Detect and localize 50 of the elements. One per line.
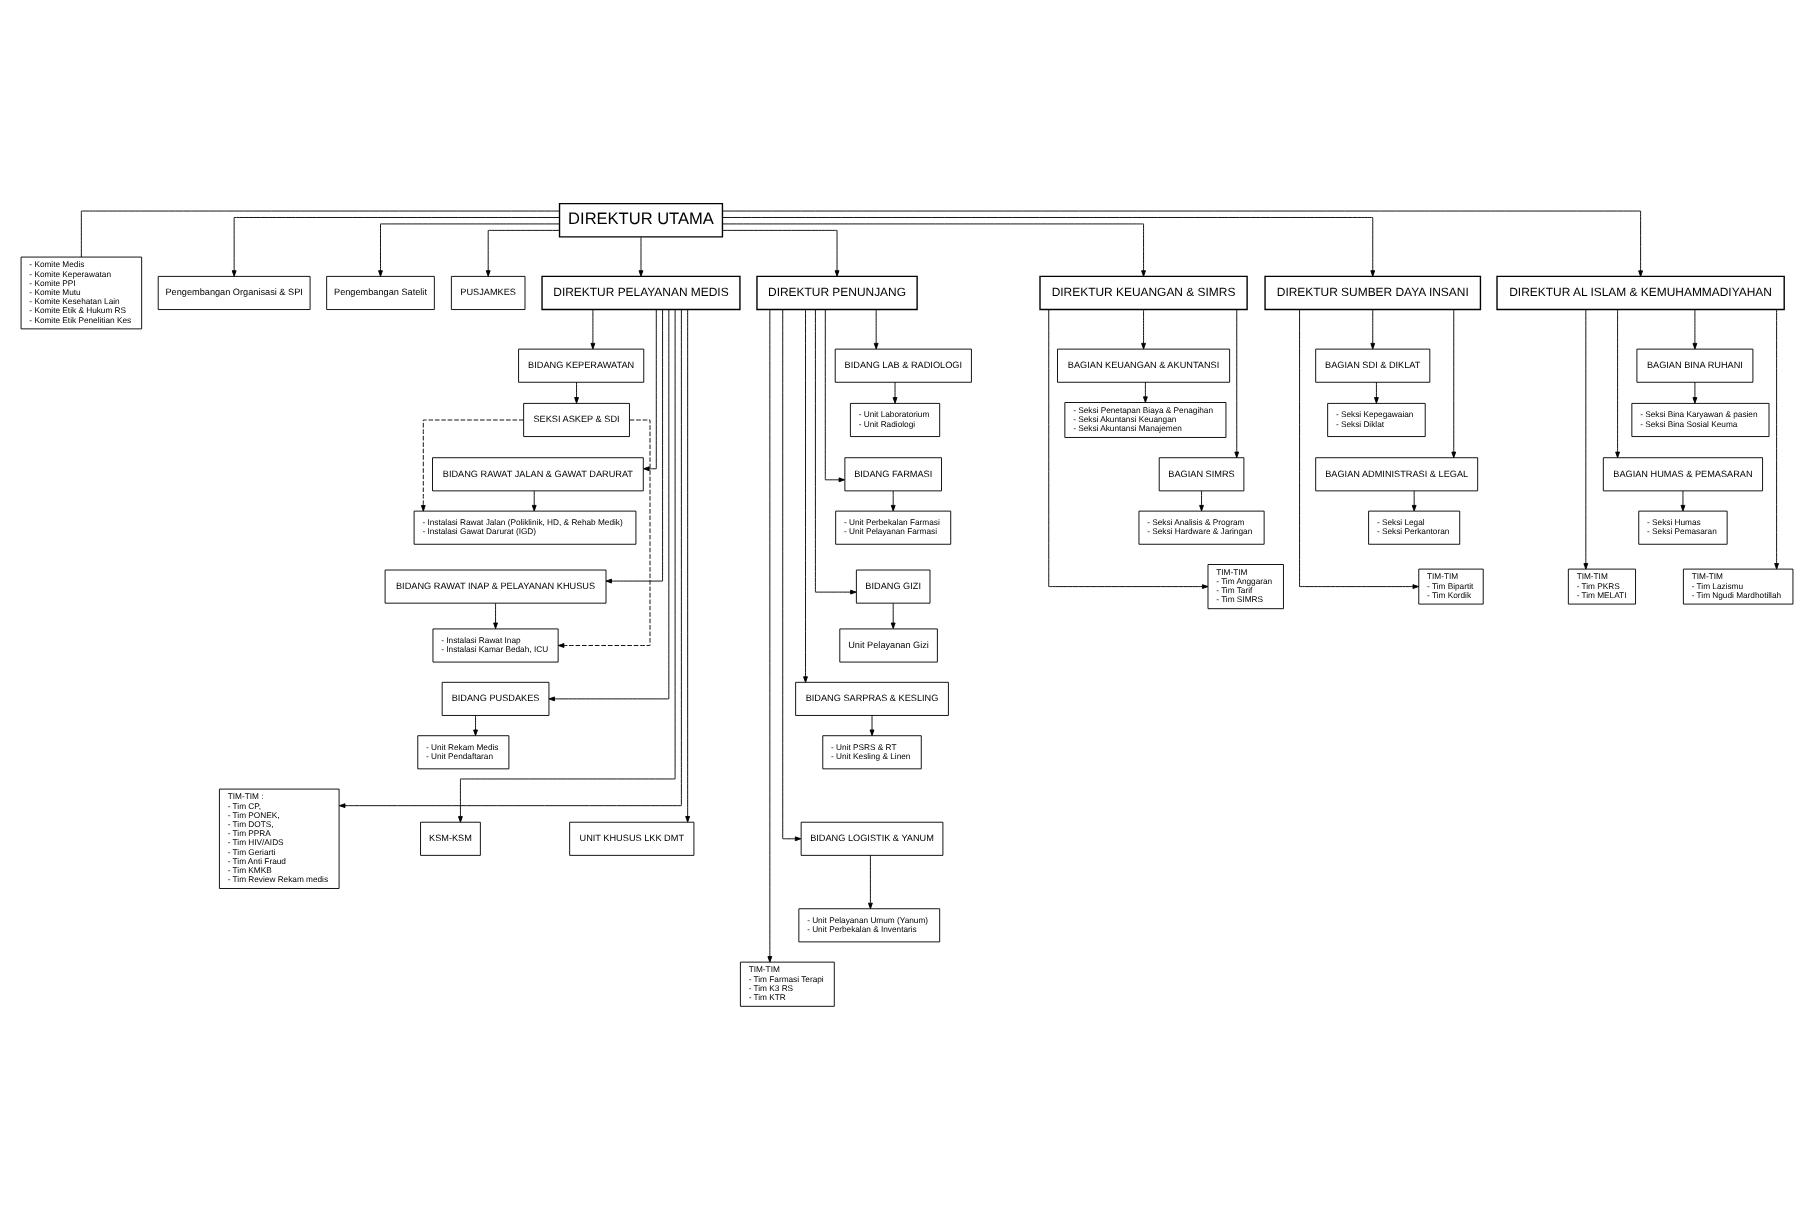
arrow [548,308,670,701]
arrow [1234,308,1240,458]
arrow [378,222,560,276]
arrow [873,308,879,349]
arrow [1143,380,1148,402]
arrow [231,216,560,276]
arrow [1141,308,1146,349]
arrow [493,601,498,628]
arrow [722,209,1643,276]
arrow [1048,308,1209,588]
arrow [1370,308,1376,349]
arrow [722,228,840,276]
arrow [1692,308,1698,349]
arrow [557,418,651,647]
arrow [722,216,1376,276]
arrow [868,854,873,909]
arrow [814,308,857,594]
arrow [1451,308,1457,458]
connector [80,209,560,257]
arrow [767,308,773,962]
arrow [531,489,537,511]
arrow [1583,308,1589,569]
arrow [458,308,676,822]
arrow [1680,489,1686,511]
arrow [473,714,478,735]
arrow [1774,308,1779,569]
arrow [890,489,896,511]
arrow [722,222,1146,276]
arrow [590,308,596,349]
arrow [1199,489,1204,511]
arrow [574,380,579,403]
arrow [643,308,657,471]
arrow [339,308,682,808]
arrow [892,380,898,403]
arrow [1299,308,1419,588]
arrow [824,308,846,482]
arrow [1374,380,1379,403]
arrow [782,308,802,841]
arrow [869,714,875,735]
arrow [638,235,644,276]
arrow [420,418,524,511]
arrow [803,308,808,682]
arrow [485,228,560,276]
arrow [890,601,896,628]
arrow [605,308,663,583]
arrow [1692,380,1698,403]
node-box: DIREKTUR UTAMA [558,202,724,237]
arrow [1615,308,1620,458]
arrow [1411,489,1417,511]
arrow [685,308,691,822]
